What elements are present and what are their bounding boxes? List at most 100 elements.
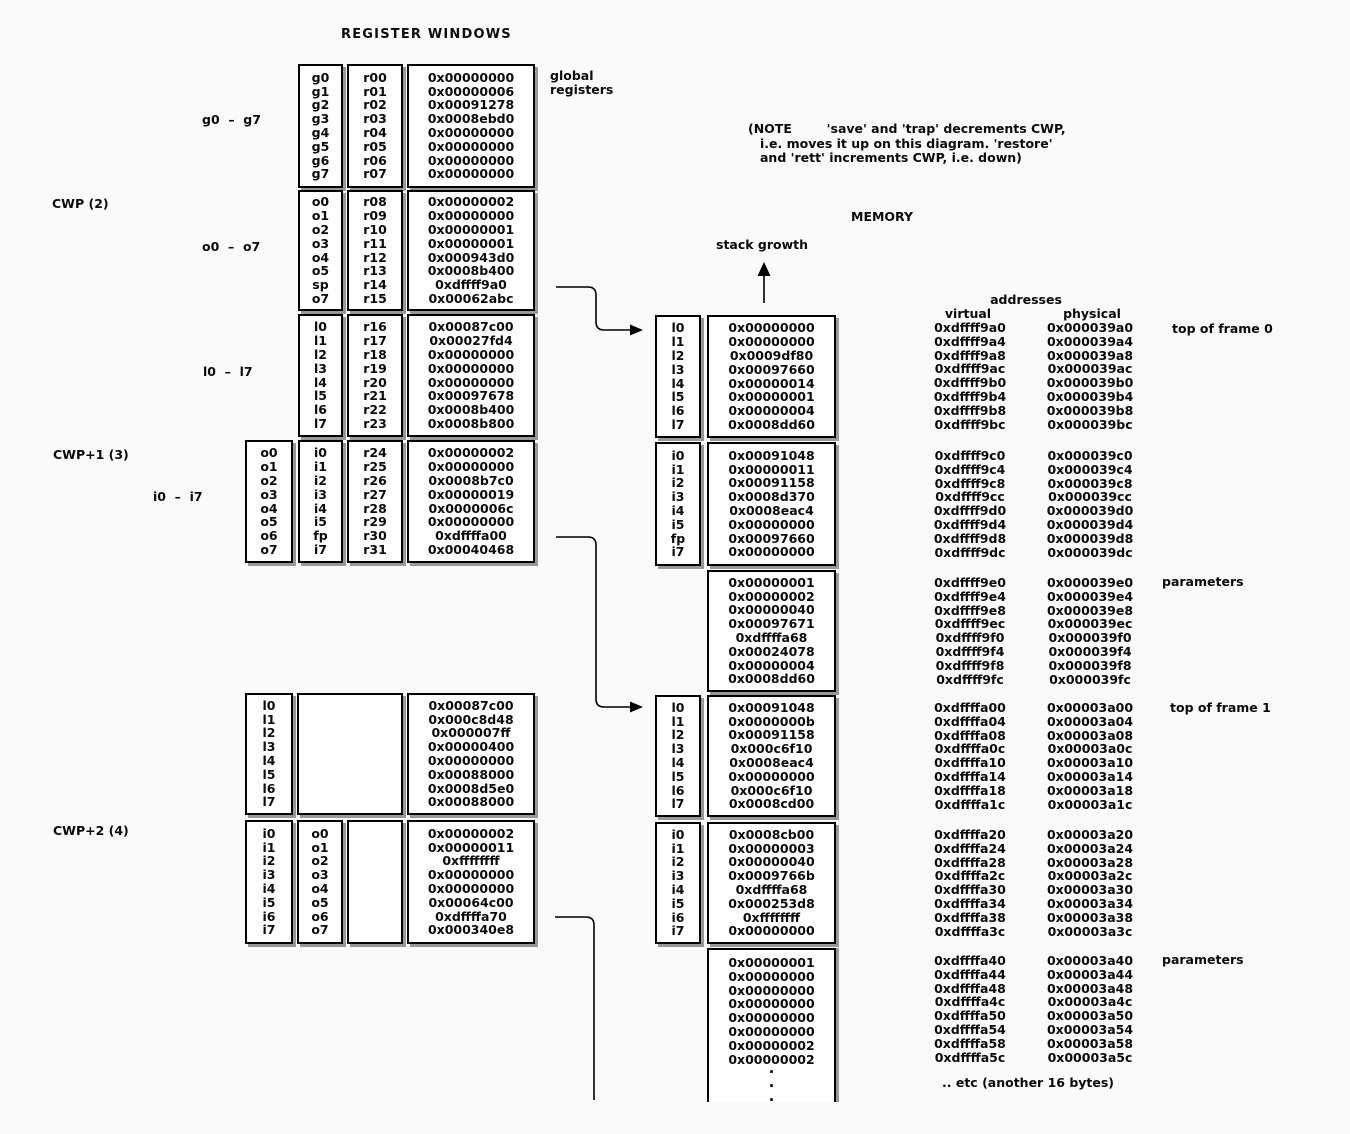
- register-number-cell: r06: [363, 152, 387, 168]
- parameters-frame1-label: parameters: [1162, 952, 1244, 967]
- memory-value-cell: 0x00000000: [728, 544, 815, 560]
- virtual-address: 0xdffffa20: [934, 827, 1006, 842]
- register-value-cell: 0x00091278: [427, 97, 515, 113]
- register-name-cell: g7: [311, 166, 330, 182]
- register-value-cell: 0x00000001: [427, 235, 515, 251]
- memory-value-cell: 0x0000000b: [728, 713, 815, 729]
- cwp2-locals-empty-box: [297, 693, 403, 815]
- memory-label-cell: i2: [671, 854, 685, 870]
- virtual-address: 0xdffff9bc: [934, 416, 1006, 432]
- virtual-address: 0xdffffa18: [934, 782, 1006, 798]
- register-number-cell: r17: [363, 333, 387, 349]
- memory-value-cell: 0x0008cb00: [728, 826, 815, 842]
- physical-address: 0x00003a4c: [1047, 994, 1133, 1010]
- register-value-cell: 0xffffffff: [442, 853, 500, 869]
- register-name-cell: o6: [260, 528, 278, 544]
- physical-address: 0x00003a40: [1046, 953, 1134, 968]
- label-i0-i7: i0 – i7: [153, 489, 203, 504]
- virtual-address: 0xdffffa08: [934, 727, 1006, 743]
- memory-value-cell: 0x00000003: [728, 840, 815, 856]
- note-text: (NOTE 'save' and 'trap' decrements CWP,i…: [748, 121, 1066, 166]
- memory-label-cell: l3: [671, 741, 685, 757]
- memory-label-cell: l0: [671, 320, 685, 336]
- physical-column-heading: physical: [1063, 306, 1121, 321]
- register-number-cell: r21: [363, 388, 387, 404]
- register-value-cell: 0x00000002: [427, 194, 515, 210]
- virtual-address: 0xdffff9dc: [934, 544, 1006, 560]
- memory-label-cell: fp: [670, 530, 686, 546]
- connector-o6-down: [555, 916, 595, 1100]
- memory-value-cell: 0x00091048: [728, 699, 815, 715]
- register-value-cell: 0x00000000: [427, 360, 515, 376]
- register-number-cell: r30: [363, 528, 387, 544]
- register-name-cell: l4: [314, 374, 327, 390]
- virtual-address: 0xdffffa30: [934, 882, 1006, 898]
- register-name-cell: o7: [311, 290, 330, 306]
- memory-label-cell: l1: [671, 334, 685, 350]
- register-value-cell: 0x0008b7c0: [428, 472, 514, 488]
- register-name-cell: o0: [311, 825, 329, 841]
- virtual-address: 0xdffff9cc: [935, 489, 1005, 505]
- virtual-address: 0xdffff9ec: [934, 616, 1006, 632]
- memory-value-cell: 0x00000000: [728, 320, 815, 336]
- register-value-cell: 0x00000000: [427, 881, 515, 896]
- memory-value-cell: 0x0008dd60: [728, 416, 815, 432]
- virtual-address: 0xdffff9a0: [934, 320, 1006, 335]
- register-number-cell: r23: [363, 415, 387, 431]
- connector-fp-to-frame1: [556, 536, 643, 713]
- register-value-cell: 0x00000002: [427, 445, 515, 461]
- virtual-address: 0xdffffa04: [934, 713, 1006, 729]
- register-name-cell: g3: [311, 111, 330, 127]
- register-name-cell: o7: [311, 922, 329, 938]
- register-value-cell: 0x000007ff: [431, 725, 511, 741]
- physical-address: 0x00003a58: [1046, 1035, 1134, 1051]
- memory-value-cell: 0x00000000: [728, 768, 815, 784]
- memory-value-cell: 0x00000002: [728, 588, 815, 604]
- memory-value-cell: 0x00091158: [728, 475, 815, 491]
- physical-address: 0x000039bc: [1047, 416, 1133, 432]
- register-number-cell: r16: [363, 319, 387, 335]
- register-name-cell: g0: [311, 69, 330, 85]
- register-name-cell: o2: [260, 472, 278, 488]
- register-number-cell: r07: [363, 166, 387, 182]
- note-line: i.e. moves it up on this diagram. 'resto…: [760, 135, 1053, 151]
- label-l0-l7: l0 – l7: [203, 364, 253, 379]
- memory-label-cell: l7: [671, 416, 685, 432]
- register-name-cell: l7: [262, 794, 276, 810]
- virtual-address: 0xdffff9f8: [935, 657, 1005, 673]
- physical-address: 0x000039fc: [1049, 671, 1131, 687]
- virtual-address: 0xdffff9a4: [934, 333, 1006, 349]
- register-name-cell: l0: [314, 319, 327, 335]
- register-name-cell: i7: [314, 541, 327, 557]
- virtual-address: 0xdffff9e8: [934, 602, 1006, 618]
- label-cwp1: CWP+1 (3): [53, 447, 129, 462]
- register-value-cell: 0x00000000: [427, 374, 515, 390]
- register-name-cell: g1: [311, 83, 330, 99]
- register-name-cell: o4: [311, 881, 329, 896]
- register-number-cell: r02: [363, 97, 387, 113]
- memory-label-cell: i3: [671, 868, 685, 884]
- register-number-cell: r14: [363, 277, 387, 293]
- register-name-cell: o1: [260, 459, 278, 475]
- register-name-cell: i4: [262, 881, 276, 896]
- memory-value-cell: 0x00024078: [728, 643, 815, 659]
- memory-label-cell: l6: [671, 403, 685, 419]
- register-name-cell: o6: [311, 908, 329, 924]
- register-name-cell: l4: [262, 753, 276, 768]
- register-name-cell: i1: [314, 459, 327, 475]
- memory-label-cell: i0: [671, 826, 685, 842]
- physical-address: 0x000039d4: [1046, 516, 1134, 532]
- physical-address: 0x00003a24: [1046, 840, 1134, 856]
- register-name-cell: l0: [262, 697, 276, 713]
- virtual-address: 0xdffff9c8: [934, 475, 1006, 491]
- physical-address: 0x00003a50: [1046, 1008, 1134, 1024]
- register-value-cell: 0x00000000: [427, 514, 515, 530]
- memory-value-cell: 0x00000004: [728, 403, 815, 419]
- physical-address: 0x000039a0: [1046, 320, 1134, 335]
